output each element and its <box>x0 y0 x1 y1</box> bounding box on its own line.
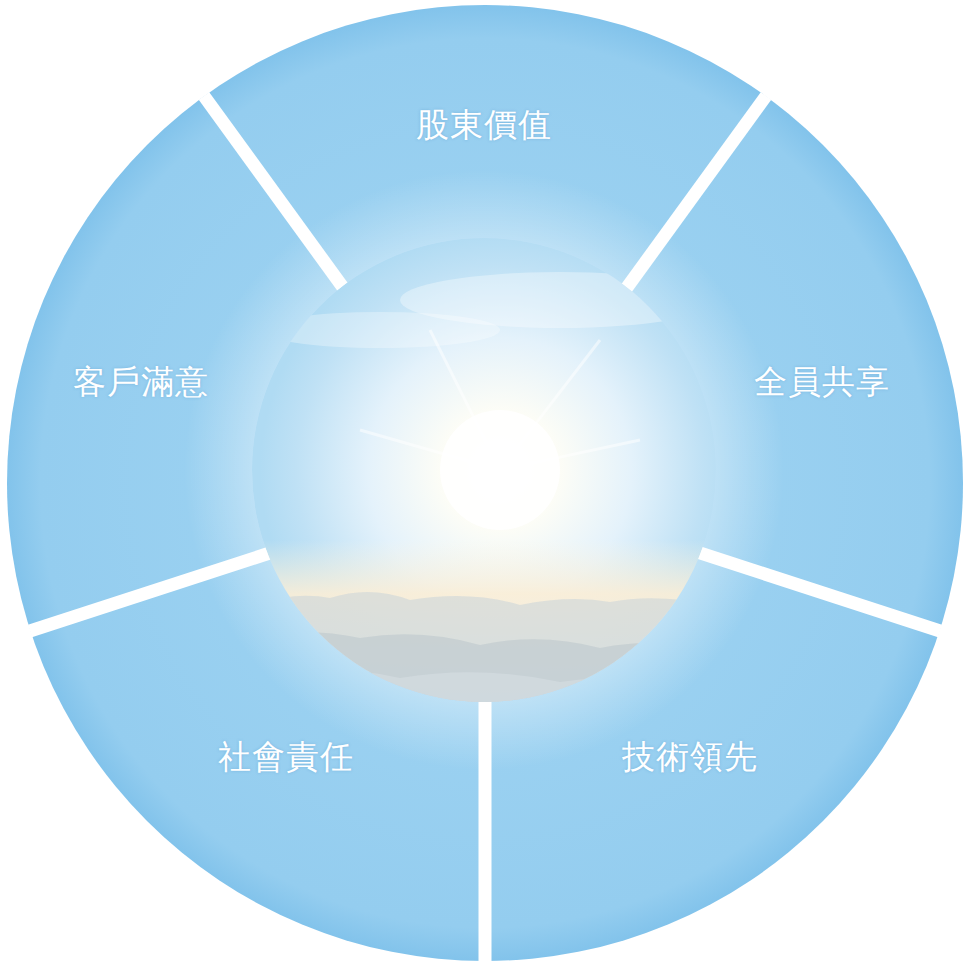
wheel-segment: 客戶滿意 <box>73 360 209 405</box>
wheel-segment: 社會責任 <box>218 735 354 780</box>
segment-label: 技術領先 <box>622 735 758 780</box>
segment-label: 股東價值 <box>416 103 552 148</box>
wheel-segment: 技術領先 <box>622 735 758 780</box>
segment-label: 全員共享 <box>754 360 890 405</box>
wheel-segment: 全員共享 <box>754 360 890 405</box>
segment-label: 社會責任 <box>218 735 354 780</box>
wheel-segment: 股東價值 <box>416 103 552 148</box>
segment-label: 客戶滿意 <box>73 360 209 405</box>
